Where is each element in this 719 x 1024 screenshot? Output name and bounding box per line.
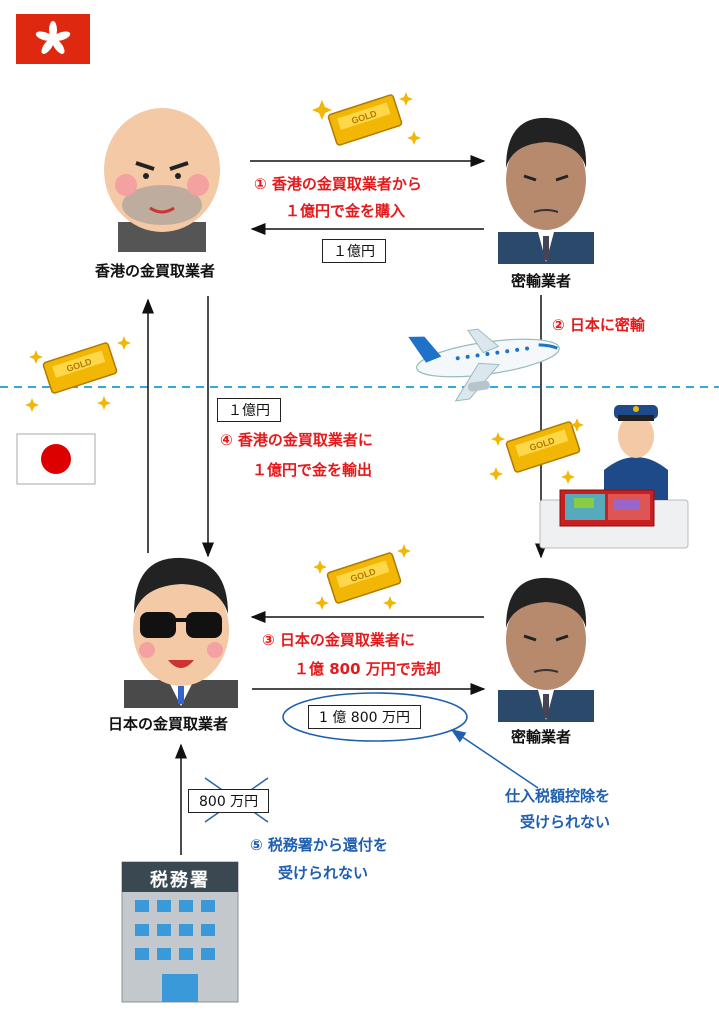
step-3-line-1: ③ 日本の金買取業者に	[262, 631, 415, 649]
japan-flag	[16, 433, 96, 485]
step-2: ② 日本に密輸	[552, 316, 645, 334]
step-1-line-2: １億円で金を購入	[285, 202, 406, 220]
smuggler-top-label: 密輸業者	[511, 272, 572, 290]
hong-kong-flag	[16, 14, 90, 64]
smuggler-top-figure	[498, 117, 594, 264]
tax-office-sign: 税務署	[150, 870, 210, 891]
gold-bar-left: GOLD	[42, 342, 118, 394]
gold-bar-top: GOLD	[327, 94, 403, 146]
step-1-line-1: ① 香港の金買取業者から	[254, 175, 422, 193]
gold-bar-customs: GOLD	[505, 421, 581, 473]
step-5-line-2: 受けられない	[278, 864, 369, 882]
highlight-ellipse	[282, 692, 468, 742]
sparkles	[25, 92, 584, 610]
hk-dealer-figure	[104, 108, 220, 252]
gold-bar-bottom: GOLD	[326, 552, 402, 604]
step-4-line-1: ④ 香港の金買取業者に	[220, 431, 373, 449]
airplane	[408, 328, 560, 402]
customs-officer	[539, 405, 689, 549]
amount-box-3: 1 億 800 万円	[308, 705, 421, 729]
jp-dealer-label: 日本の金買取業者	[108, 715, 229, 733]
smuggler-bottom-figure	[498, 577, 594, 722]
step-3-line-2: １億 800 万円で売却	[294, 660, 441, 678]
arrow-note	[450, 729, 539, 789]
smuggler-bottom-label: 密輸業者	[511, 728, 572, 746]
note-line-1: 仕入税額控除を	[505, 787, 611, 805]
note-line-2: 受けられない	[520, 813, 611, 831]
hk-dealer-label: 香港の金買取業者	[95, 262, 216, 280]
amount-box-2: １億円	[217, 398, 281, 422]
amount-box-1: １億円	[322, 239, 386, 263]
amount-box-4: 800 万円	[188, 789, 270, 813]
step-4-line-2: １億円で金を輸出	[252, 461, 373, 479]
tax-office-building	[121, 861, 239, 1003]
step-5-line-1: ⑤ 税務署から還付を	[250, 836, 388, 854]
jp-dealer-figure	[124, 557, 238, 708]
